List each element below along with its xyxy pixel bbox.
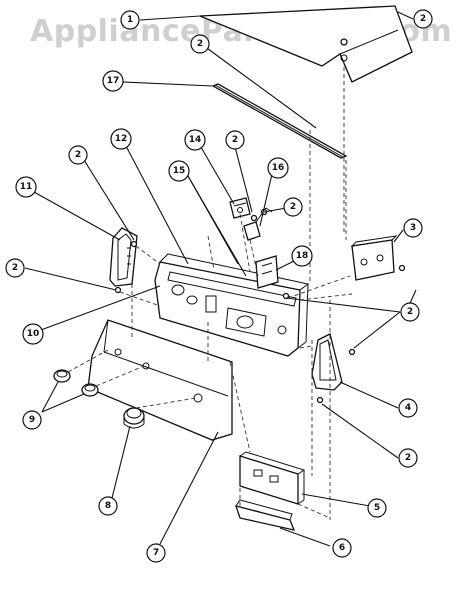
callout: 16 [267, 157, 289, 179]
svg-text:16: 16 [272, 163, 285, 173]
part-left-end-cap [109, 227, 138, 287]
part-large-knob [123, 407, 145, 429]
svg-text:8: 8 [105, 501, 111, 511]
callout: 5 [367, 498, 387, 518]
svg-text:7: 7 [153, 548, 159, 558]
part-lower-bracket [239, 451, 306, 505]
callout: 2 [225, 130, 245, 150]
callout: 11 [15, 176, 37, 198]
svg-text:2: 2 [290, 202, 296, 212]
callout: 2 [400, 302, 420, 322]
callout: 7 [146, 543, 166, 563]
callout: 1 [120, 10, 140, 30]
svg-text:2: 2 [12, 263, 18, 273]
part-switch [229, 197, 251, 219]
svg-text:17: 17 [107, 76, 120, 86]
svg-text:9: 9 [29, 415, 35, 425]
callout: 3 [403, 218, 423, 238]
svg-text:11: 11 [20, 182, 33, 192]
svg-text:6: 6 [339, 543, 345, 553]
svg-text:2: 2 [420, 14, 426, 24]
callout: 10 [22, 323, 44, 345]
svg-text:5: 5 [374, 503, 380, 513]
part-knobs [53, 369, 99, 397]
part-sensor [243, 207, 273, 241]
callout: 2 [68, 145, 88, 165]
svg-text:1: 1 [127, 15, 133, 25]
callout: 6 [332, 538, 352, 558]
leader-lines [24, 11, 417, 547]
callout: 2 [190, 34, 210, 54]
callout: 15 [168, 160, 190, 182]
part-control-console [154, 253, 310, 357]
callout: 4 [398, 398, 418, 418]
callout: 2 [398, 448, 418, 468]
callout: 8 [98, 496, 118, 516]
svg-text:12: 12 [115, 134, 128, 144]
callouts: 1 2 2 17 14 2 12 2 15 16 2 11 3 2 18 2 1… [5, 9, 433, 563]
callout: 2 [413, 9, 433, 29]
svg-text:10: 10 [27, 329, 40, 339]
part-board [255, 255, 279, 289]
callout: 12 [110, 128, 132, 150]
part-top-cover [199, 5, 413, 83]
svg-text:15: 15 [173, 166, 186, 176]
svg-text:4: 4 [405, 403, 411, 413]
svg-text:2: 2 [232, 135, 238, 145]
callout: 14 [184, 129, 206, 151]
callout: 9 [22, 410, 42, 430]
callout: 2 [5, 258, 25, 278]
part-right-end-cap [311, 333, 343, 391]
part-base-plate [235, 499, 296, 531]
svg-text:14: 14 [189, 135, 202, 145]
callout: 18 [291, 245, 313, 267]
callout: 17 [102, 70, 124, 92]
svg-text:2: 2 [75, 150, 81, 160]
svg-text:2: 2 [407, 307, 413, 317]
svg-text:3: 3 [410, 223, 416, 233]
callout: 2 [283, 197, 303, 217]
svg-text:2: 2 [197, 39, 203, 49]
part-strip [211, 83, 348, 159]
part-bracket [350, 235, 398, 281]
svg-text:18: 18 [296, 251, 309, 261]
svg-text:2: 2 [405, 453, 411, 463]
